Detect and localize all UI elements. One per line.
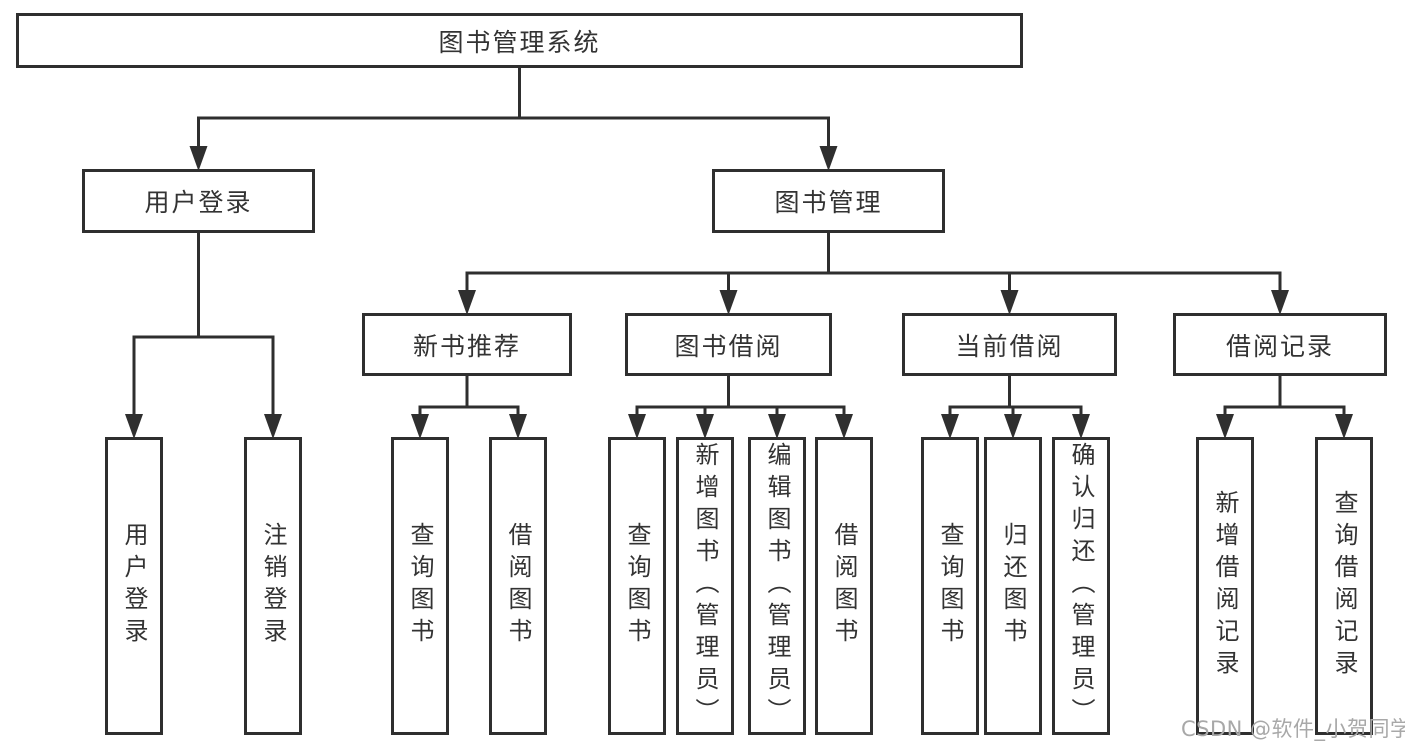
node-label: 归还图书 [999, 522, 1027, 650]
node-user-login: 用户登录 [82, 169, 315, 233]
node-label: 查询图书 [936, 522, 964, 650]
arrowhead-down [628, 414, 646, 439]
node-book-mgmt: 图书管理 [712, 169, 945, 233]
node-leaf-query-book-1: 查询图书 [391, 437, 449, 735]
node-label: 图书管理系统 [438, 27, 601, 57]
node-label: 图书借阅 [674, 331, 783, 361]
arrowhead-down [509, 414, 527, 439]
arrowhead-down [458, 290, 476, 315]
node-label: 用户登录 [120, 522, 148, 650]
arrowhead-down [1216, 414, 1234, 439]
arrowhead-down [125, 414, 143, 439]
arrowhead-down [1335, 414, 1353, 439]
node-label: 新增借阅记录 [1211, 490, 1239, 682]
arrowhead-down [1000, 290, 1019, 315]
arrowhead-down [835, 414, 853, 439]
node-label: 用户登录 [144, 188, 253, 217]
node-label: 查询图书 [406, 522, 434, 650]
node-root: 图书管理系统 [16, 13, 1023, 68]
arrowhead-down [719, 290, 738, 315]
node-current-borrow: 当前借阅 [902, 313, 1117, 376]
node-label: 查询借阅记录 [1330, 490, 1358, 682]
node-book-borrow: 图书借阅 [625, 313, 832, 376]
node-label: 借阅图书 [830, 522, 858, 650]
node-leaf-confirm-return: 确认归还（管理员） [1052, 437, 1110, 735]
node-leaf-edit-book: 编辑图书（管理员） [748, 437, 806, 735]
arrowhead-down [1004, 414, 1022, 439]
node-label: 查询图书 [623, 522, 651, 650]
node-leaf-user-login: 用户登录 [105, 437, 163, 735]
arrowhead-down [819, 146, 838, 171]
arrowhead-down [411, 414, 429, 439]
arrowhead-down [264, 414, 282, 439]
arrowhead-down [1072, 414, 1090, 439]
node-label: 确认归还（管理员） [1067, 442, 1095, 730]
node-label: 新增图书（管理员） [691, 442, 719, 730]
node-leaf-query-book-2: 查询图书 [608, 437, 666, 735]
node-leaf-add-borrow-record: 新增借阅记录 [1196, 437, 1254, 735]
arrowhead-down [696, 414, 714, 439]
node-label: 当前借阅 [955, 331, 1064, 361]
watermark: CSDN @软件_小贺同学 [1181, 717, 1405, 741]
arrowhead-down [768, 414, 786, 439]
node-label: 借阅记录 [1225, 331, 1334, 361]
node-leaf-logout: 注销登录 [244, 437, 302, 735]
node-label: 借阅图书 [504, 522, 532, 650]
node-new-book-rec: 新书推荐 [362, 313, 572, 376]
node-leaf-query-book-3: 查询图书 [921, 437, 979, 735]
node-leaf-return-book: 归还图书 [984, 437, 1042, 735]
node-leaf-borrow-book-1: 借阅图书 [489, 437, 547, 735]
arrowhead-down [941, 414, 959, 439]
node-label: 编辑图书（管理员） [763, 442, 791, 730]
node-leaf-add-book: 新增图书（管理员） [676, 437, 734, 735]
node-leaf-borrow-book-2: 借阅图书 [815, 437, 873, 735]
node-label: 图书管理 [774, 188, 883, 217]
node-leaf-query-borrow-record: 查询借阅记录 [1315, 437, 1373, 735]
node-label: 注销登录 [259, 522, 287, 650]
node-label: 新书推荐 [412, 331, 521, 361]
node-borrow-record: 借阅记录 [1173, 313, 1387, 376]
arrowhead-down [189, 146, 208, 171]
arrowhead-down [1271, 290, 1289, 315]
